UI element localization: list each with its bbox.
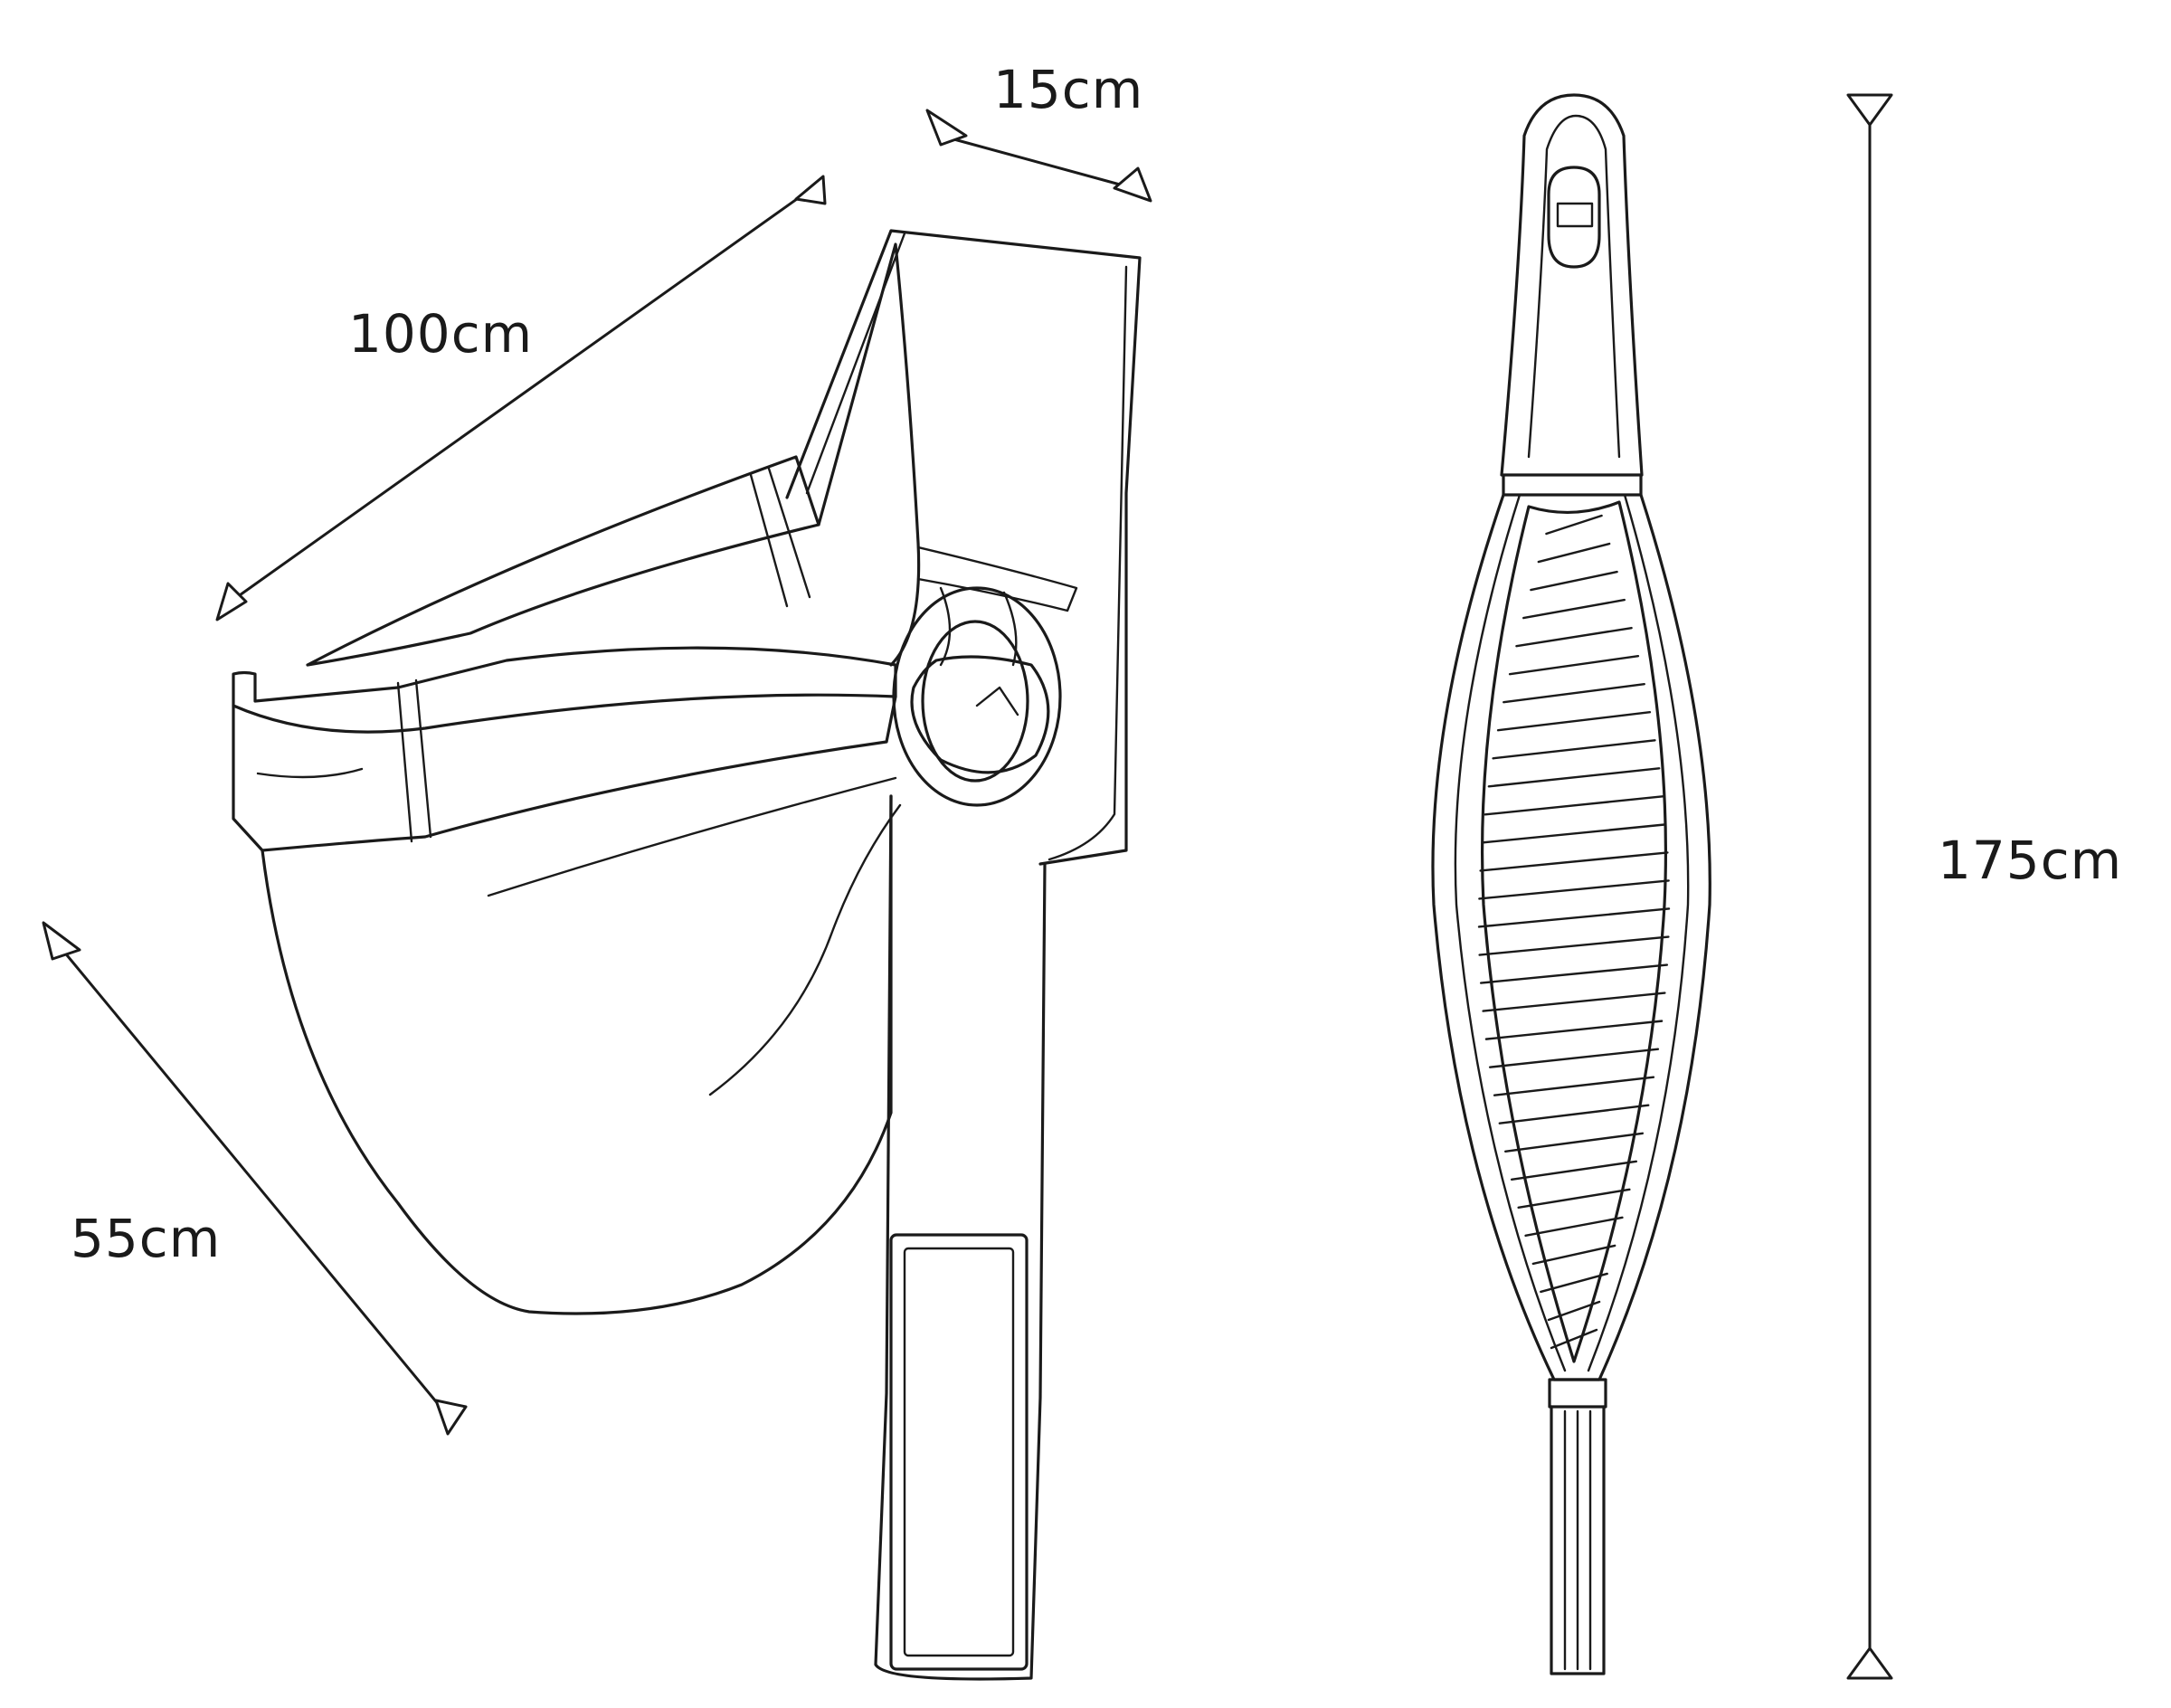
total-length-label: 175cm [1938,830,2123,891]
pad-stripe [1496,711,1652,732]
pad-stripe [1503,1132,1645,1153]
arrowhead-icon [434,1399,468,1436]
front-strap-edge-2 [1048,265,1128,861]
top-band [1502,473,1643,497]
pad-stripe [1522,598,1626,620]
arrowhead-icon [1846,1646,1893,1680]
arrowhead-icon [215,582,248,622]
arrowhead-icon [794,175,827,205]
hanging-tab-inner [1527,114,1621,459]
pad-stripe [1493,1076,1655,1096]
back-strap-outline [306,455,820,667]
pad-stripe [1492,739,1656,760]
pad-stripe [1547,1300,1601,1322]
pad-stripe [1531,1244,1616,1266]
tail-strap-outline [874,794,1047,1681]
tail-strap-velcro [889,1233,1029,1671]
arrowhead-icon [925,109,968,147]
arrowhead-icon [1846,93,1893,127]
pad-stripe [1537,542,1611,564]
pad-stripe [1481,823,1667,844]
flat-sling-tail [1550,1405,1606,1675]
sling-ring-outer [892,586,1062,807]
pad-stripe [1524,1216,1624,1238]
pouch-crease-2 [708,803,902,1096]
flat-sling-tail-lines [1563,1409,1592,1671]
strap-width-label: 15cm [993,59,1144,120]
pad-stripe [1479,963,1669,984]
pad-stripe [1510,1160,1638,1181]
pouch-top-fold [232,646,897,734]
bottom-band [1548,1378,1607,1409]
front-strap-lower-fold [817,242,921,667]
pad-stripe [1484,795,1664,816]
pad-stripe [1484,1020,1664,1040]
pad-stripe [1515,626,1633,648]
tail-strap-velcro-inner [903,1247,1015,1657]
front-strap-edge-1 [805,232,906,495]
pad-stripe [1530,570,1618,592]
dimension-total-length [1846,93,1893,1680]
pouch-crease-1 [487,776,897,897]
pad-stripe [1479,851,1669,872]
pad-stripe [1508,654,1640,676]
pad-stripe [1478,879,1670,900]
sling-ring-inner [921,620,1029,783]
flat-sling-drawing [1431,93,1711,1675]
sling-knot-fold [939,586,1019,716]
pad-stripe [1550,1328,1598,1350]
pouch-body-outline [261,794,893,1315]
band-crease [256,767,364,779]
pad-stripe [1498,1104,1650,1124]
striped-pad-outline [1480,500,1668,1363]
buckle-loop [1547,166,1601,269]
pad-stripe [1545,514,1603,536]
dimension-pouch-depth [42,921,468,1436]
pad-stripe [1477,907,1671,928]
worn-sling-drawing [232,229,1142,1681]
pad-stripe [1487,767,1661,788]
dimension-strap-width [925,109,1152,203]
pad-stripe [1517,1188,1631,1210]
arrowhead-icon [1113,166,1152,203]
dimension-strap-length [215,175,827,622]
pad-stripe [1488,1048,1660,1068]
flat-sling-body-inner [1454,493,1690,1372]
hanging-tab-outline [1500,93,1644,477]
pad-stripe [1540,1272,1608,1294]
strap-length-label: 100cm [348,303,534,365]
strap-under-ring [916,546,1078,612]
front-strap-outline [785,229,1142,866]
arrowhead-icon [42,921,81,961]
band-seam [396,678,432,843]
pad-stripe [1478,935,1670,956]
buckle-bar [1556,202,1594,228]
pad-stripe [1482,992,1666,1012]
back-strap-inner [749,467,811,608]
pad-stripes [1477,514,1671,1350]
pouch-depth-label: 55cm [71,1208,222,1269]
pad-stripe [1503,683,1645,704]
pouch-front-band [232,695,897,852]
